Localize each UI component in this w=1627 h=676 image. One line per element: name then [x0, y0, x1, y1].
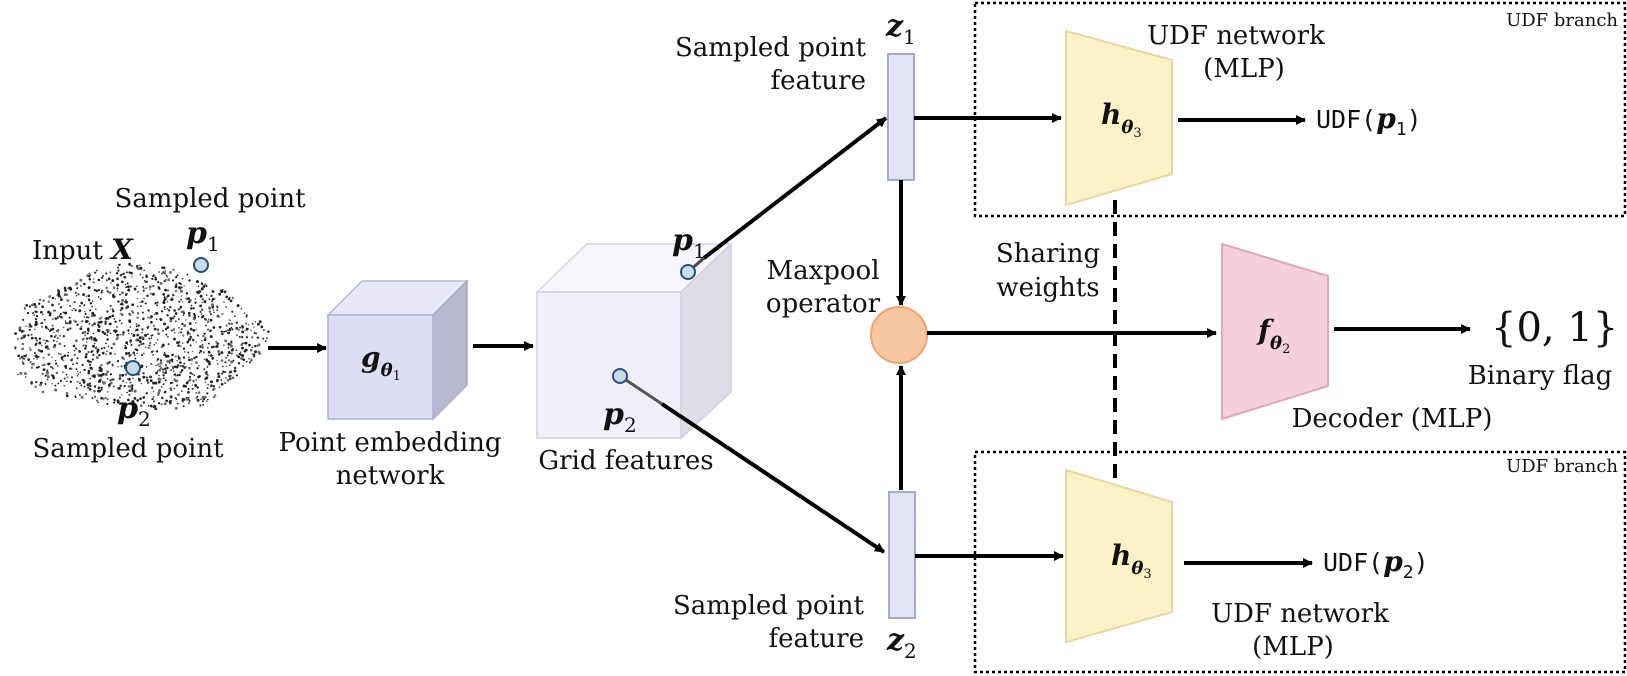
sampled-point-top-label: Sampled point [114, 184, 306, 214]
udf-p2-output: UDF(p2) [1323, 545, 1429, 583]
udf-net-top-label-line1: UDF network [1147, 21, 1325, 51]
spf-bottom-line2: feature [768, 624, 864, 654]
h-theta3-label-top: hθ3 [1101, 98, 1142, 141]
udf-network-top-trapezoid [1065, 29, 1173, 207]
point-embedding-label-line1: Point embedding [279, 428, 502, 458]
spf-top-line2: feature [770, 66, 866, 96]
h-theta3-label-bottom: hθ3 [1111, 539, 1152, 582]
maxpool-label-line1: Maxpool [766, 256, 879, 286]
grid-features-cube [535, 242, 733, 440]
sampled-point-p1-marker [193, 257, 209, 273]
p1-label-input: p1 [186, 216, 220, 256]
p2-label-input: p2 [117, 391, 151, 431]
g-theta1-label: gθ1 [361, 341, 401, 384]
p2-label-grid: p2 [603, 397, 637, 437]
udf-net-top-label-line2: (MLP) [1203, 54, 1285, 84]
binary-output-set: {0, 1} [1491, 305, 1618, 351]
sharing-weights-line1: Sharing [996, 239, 1100, 269]
z1-label: z1 [885, 9, 916, 49]
decoder-label: Decoder (MLP) [1292, 404, 1493, 434]
arrow-p1-to-z1 [702, 116, 888, 260]
input-point-cloud [14, 262, 270, 412]
point-embedding-label-line2: network [336, 461, 445, 491]
udf-network-bottom-trapezoid [1065, 468, 1173, 644]
p1-label-grid: p1 [672, 223, 706, 263]
udf-net-bottom-label-line2: (MLP) [1252, 632, 1334, 662]
sampled-point-bottom-label: Sampled point [32, 434, 224, 464]
udf-branch-box-bottom [973, 450, 1627, 674]
decoder-trapezoid [1221, 242, 1329, 421]
sharing-weights-line2: weights [996, 273, 1099, 303]
feature-bar-z1 [887, 53, 915, 181]
udf-net-bottom-label-line1: UDF network [1211, 599, 1389, 629]
p2-link-line [619, 374, 663, 406]
udf-p1-output: UDF(p1) [1316, 102, 1422, 140]
grid-point-p2 [612, 368, 628, 384]
udf-branch-label-top: UDF branch [1506, 10, 1618, 31]
point-embedding-cube [326, 279, 469, 421]
udf-branch-label-bottom: UDF branch [1506, 456, 1618, 477]
udf-branch-box-top [973, 1, 1627, 218]
arrow-p2-to-z2 [660, 402, 886, 554]
sampled-point-p2-marker [125, 360, 141, 376]
spf-bottom-line1: Sampled point [673, 591, 865, 621]
grid-features-label: Grid features [538, 446, 713, 476]
binary-flag-label: Binary flag [1468, 361, 1613, 391]
feature-bar-z2 [888, 491, 916, 619]
grid-point-p1 [680, 264, 696, 280]
z2-label: z2 [886, 623, 917, 663]
input-label: Input X [32, 233, 134, 266]
maxpool-label-line2: operator [766, 289, 881, 319]
spf-top-line1: Sampled point [675, 33, 867, 63]
